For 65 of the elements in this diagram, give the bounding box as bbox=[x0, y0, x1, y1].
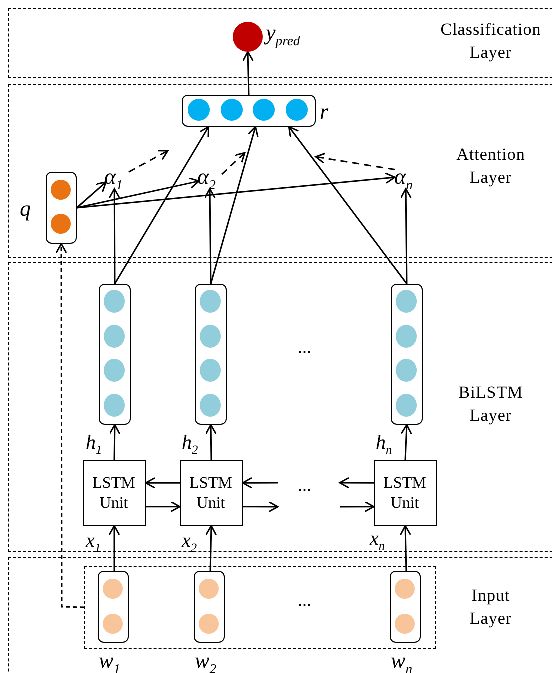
variable-label: w$_{1}$ bbox=[99, 648, 120, 673]
arrow bbox=[56, 243, 84, 608]
layer-band bbox=[8, 262, 552, 552]
arrow bbox=[340, 501, 375, 513]
attention-weight: α$_{1}$ bbox=[104, 164, 128, 188]
lstm-unit-box bbox=[82, 460, 146, 526]
layer-title: Input Layer bbox=[468, 585, 514, 630]
layer-band bbox=[8, 84, 552, 258]
unit-label: LSTM Unit bbox=[188, 474, 234, 514]
ellipsis: ... bbox=[298, 337, 312, 358]
arrow bbox=[221, 152, 246, 176]
arrow bbox=[400, 188, 412, 284]
arrow bbox=[114, 126, 210, 284]
edge-label: h$_{2}$ bbox=[182, 432, 198, 458]
variable-label: w$_{2}$ bbox=[195, 648, 216, 673]
vector-box bbox=[98, 284, 130, 424]
variable-label: q bbox=[20, 196, 31, 222]
input-group-box bbox=[84, 566, 436, 648]
arrow bbox=[76, 172, 396, 209]
arrow bbox=[109, 424, 121, 460]
layer-band bbox=[8, 8, 552, 78]
variable-label: y$_{pred}$ bbox=[266, 20, 300, 50]
vector-box bbox=[194, 571, 225, 643]
arrow bbox=[206, 525, 218, 572]
arrow bbox=[76, 178, 200, 209]
layer-title: Attention Layer bbox=[456, 144, 526, 189]
arrow bbox=[108, 525, 120, 572]
edge-label: x$_{n}$ bbox=[370, 528, 386, 554]
ellipsis: ... bbox=[298, 475, 312, 496]
edge-label: h$_{1}$ bbox=[86, 432, 102, 458]
unit-label: LSTM Unit bbox=[382, 474, 428, 514]
arrow bbox=[145, 477, 180, 489]
arrow bbox=[76, 182, 107, 209]
lstm-unit-box bbox=[180, 460, 242, 526]
arrow bbox=[400, 525, 412, 572]
arrow bbox=[205, 424, 217, 460]
arrow bbox=[242, 477, 278, 489]
arrow bbox=[288, 126, 408, 284]
vector-box bbox=[182, 94, 316, 126]
arrow bbox=[128, 150, 169, 173]
arrow bbox=[339, 477, 374, 489]
arrow bbox=[108, 188, 120, 284]
lstm-unit-box bbox=[374, 460, 436, 526]
output-node-circle bbox=[232, 22, 262, 52]
arrow bbox=[242, 51, 254, 96]
vector-box bbox=[390, 571, 421, 643]
ellipsis: ... bbox=[298, 590, 312, 611]
arrow bbox=[400, 424, 412, 460]
variable-label: r bbox=[320, 99, 329, 125]
unit-label: LSTM Unit bbox=[92, 474, 136, 514]
layer-title: BiLSTM Layer bbox=[458, 382, 524, 427]
vector-box bbox=[390, 284, 422, 424]
attention-weight: α$_{n}$ bbox=[394, 164, 418, 188]
arrow bbox=[243, 501, 279, 513]
vector-box bbox=[98, 571, 129, 643]
arrow bbox=[146, 501, 181, 513]
vector-box bbox=[46, 172, 76, 244]
layer-title: Classification Layer bbox=[440, 19, 542, 64]
layer-band bbox=[8, 557, 552, 673]
vector-box bbox=[194, 284, 226, 424]
edge-label: h$_{n}$ bbox=[376, 432, 392, 458]
arrow bbox=[204, 188, 216, 284]
variable-label: w$_{n}$ bbox=[391, 648, 412, 673]
arrow bbox=[210, 126, 259, 284]
arrow bbox=[315, 152, 396, 171]
